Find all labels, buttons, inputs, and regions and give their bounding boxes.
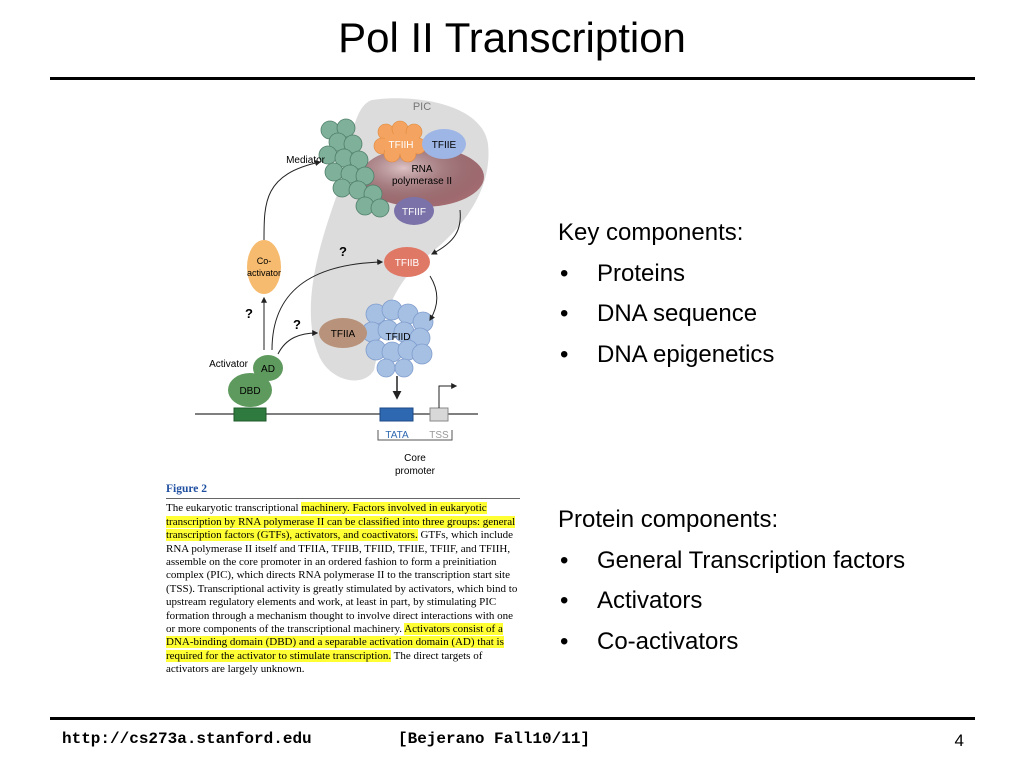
dbd-label: DBD <box>239 386 260 397</box>
arrow-activator-to-tfiib <box>271 259 384 351</box>
bullet: • <box>560 587 569 614</box>
rnap-label-1: RNA <box>411 164 432 175</box>
arrow-coactivator-to-mediator <box>263 160 322 241</box>
list-item: • Co-activators <box>558 622 905 663</box>
arrow-pic-down-2 <box>429 275 438 322</box>
activator-label: Activator <box>209 359 249 370</box>
list-item: • Activators <box>558 581 905 622</box>
ad-label: AD <box>261 364 275 375</box>
bullet: • <box>560 259 569 287</box>
arrow-pic-down-1 <box>430 209 461 255</box>
question-mark-1: ? <box>339 244 347 259</box>
list-item-text: Proteins <box>597 259 686 287</box>
activator-ad <box>253 355 283 381</box>
tata-box <box>379 407 414 422</box>
pic-label: PIC <box>413 101 431 113</box>
caption-text-1: The eukaryotic transcriptional <box>166 502 302 515</box>
tfiie-label: TFIIE <box>432 140 457 151</box>
coactivator <box>247 240 281 294</box>
footer-divider <box>50 717 975 720</box>
tfiif <box>394 197 434 225</box>
tfiif-label: TFIIF <box>402 207 426 218</box>
caption-text-2: GTFs, which include RNA polymerase II it… <box>166 529 518 636</box>
tss-box <box>429 407 449 422</box>
activator-dbd <box>228 373 272 407</box>
page-number: 4 <box>954 731 964 750</box>
tss-label: TSS <box>429 430 449 441</box>
coactivator-label-1: Co- <box>257 256 272 266</box>
bullet: • <box>560 546 569 574</box>
pol-ii-diagram: PIC RNA polymerase II Mediator TFIIH TFI… <box>195 98 489 477</box>
list-item: • General Transcription factors <box>558 541 905 582</box>
protein-components-heading: Protein components: <box>558 506 779 533</box>
slide-title: Pol II Transcription <box>338 14 686 61</box>
core-promoter-bracket <box>377 430 453 441</box>
tfiih-label: TFIIH <box>389 140 414 151</box>
bullet: • <box>560 627 569 655</box>
tfiid-label: TFIID <box>386 332 411 343</box>
tata-label: TATA <box>385 430 409 441</box>
tfiia <box>319 318 367 348</box>
bullet: • <box>560 300 569 327</box>
tss-arrow <box>438 383 458 408</box>
coactivator-label-2: activator <box>247 268 281 278</box>
rnap-label-2: polymerase II <box>392 176 452 187</box>
list-item-text: DNA epigenetics <box>597 340 775 368</box>
mediator-cluster <box>318 118 390 218</box>
tfiie <box>422 129 466 159</box>
tfiid-cluster <box>361 299 434 378</box>
protein-components-list: Protein components: • General Transcripti… <box>558 500 905 662</box>
list-item-text: DNA sequence <box>597 300 758 327</box>
figure-label: Figure 2 <box>166 483 520 500</box>
list-item: • Proteins <box>558 254 774 295</box>
footer-course: [Bejerano Fall10/11] <box>398 730 591 748</box>
tfiib-label: TFIIB <box>395 258 420 269</box>
list-item-text: Co-activators <box>597 627 739 655</box>
key-components-list: Key components: •Proteins •DNA sequence … <box>558 213 774 375</box>
core-promoter-label-2: promoter <box>395 466 436 477</box>
mediator-label: Mediator <box>286 155 326 166</box>
list-item: • DNA sequence <box>558 294 774 335</box>
core-promoter-label-1: Core <box>404 453 426 464</box>
upstream-element <box>233 407 267 422</box>
tfiib <box>384 247 430 277</box>
question-mark-3: ? <box>245 306 253 321</box>
question-mark-2: ? <box>293 317 301 332</box>
tfiia-label: TFIIA <box>331 329 356 340</box>
footer-url: http://cs273a.stanford.edu <box>62 730 312 748</box>
title-divider <box>50 77 975 80</box>
list-item: • DNA epigenetics <box>558 335 774 376</box>
list-item-text: General Transcription factors <box>597 546 906 574</box>
arrow-activator-to-tfiia <box>277 330 319 355</box>
key-components-heading: Key components: <box>558 219 744 246</box>
list-item-text: Activators <box>597 587 703 614</box>
bullet: • <box>560 340 569 368</box>
caption-text-3: The direct targets of activators are lar… <box>166 649 483 676</box>
figure-caption: Figure 2 The eukaryotic transcriptional … <box>166 483 520 677</box>
